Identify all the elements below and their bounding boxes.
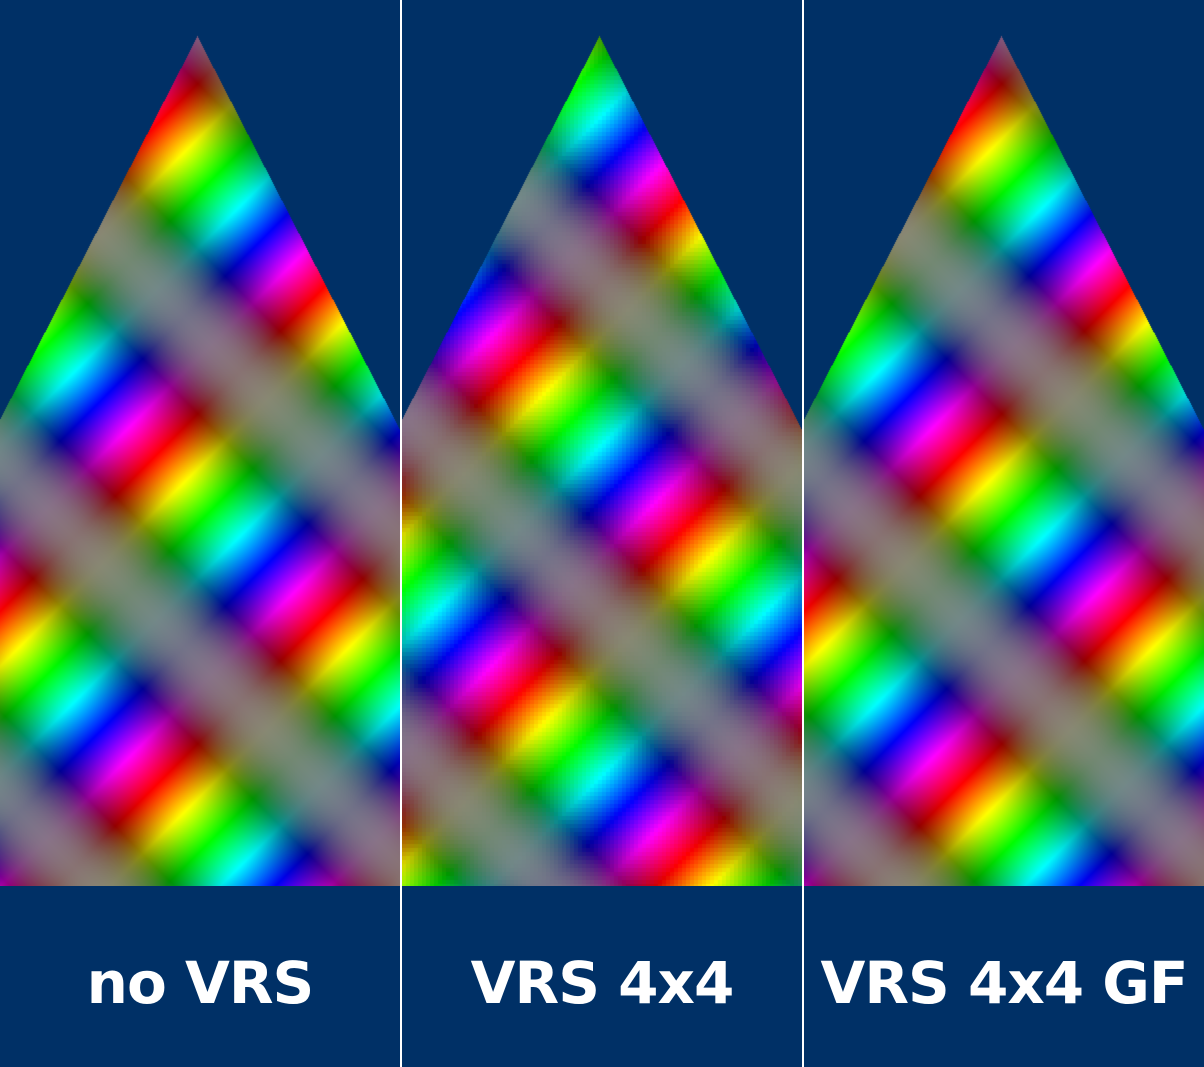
panel-label: VRS 4x4 GF (820, 949, 1188, 1017)
shaded-triangle-vrs-4x4-gf (804, 0, 1204, 886)
panel-label: no VRS (86, 949, 315, 1017)
panel-vrs-4x4-gf: VRS 4x4 GF (804, 0, 1204, 1067)
panel-divider (400, 0, 402, 1067)
shaded-triangle-vrs-4x4 (402, 0, 802, 886)
panel-vrs-4x4: VRS 4x4 (402, 0, 802, 1067)
panel-divider (802, 0, 804, 1067)
panel-label: VRS 4x4 (470, 949, 735, 1017)
panel-no-vrs: no VRS (0, 0, 400, 1067)
shaded-triangle-no-vrs (0, 0, 400, 886)
